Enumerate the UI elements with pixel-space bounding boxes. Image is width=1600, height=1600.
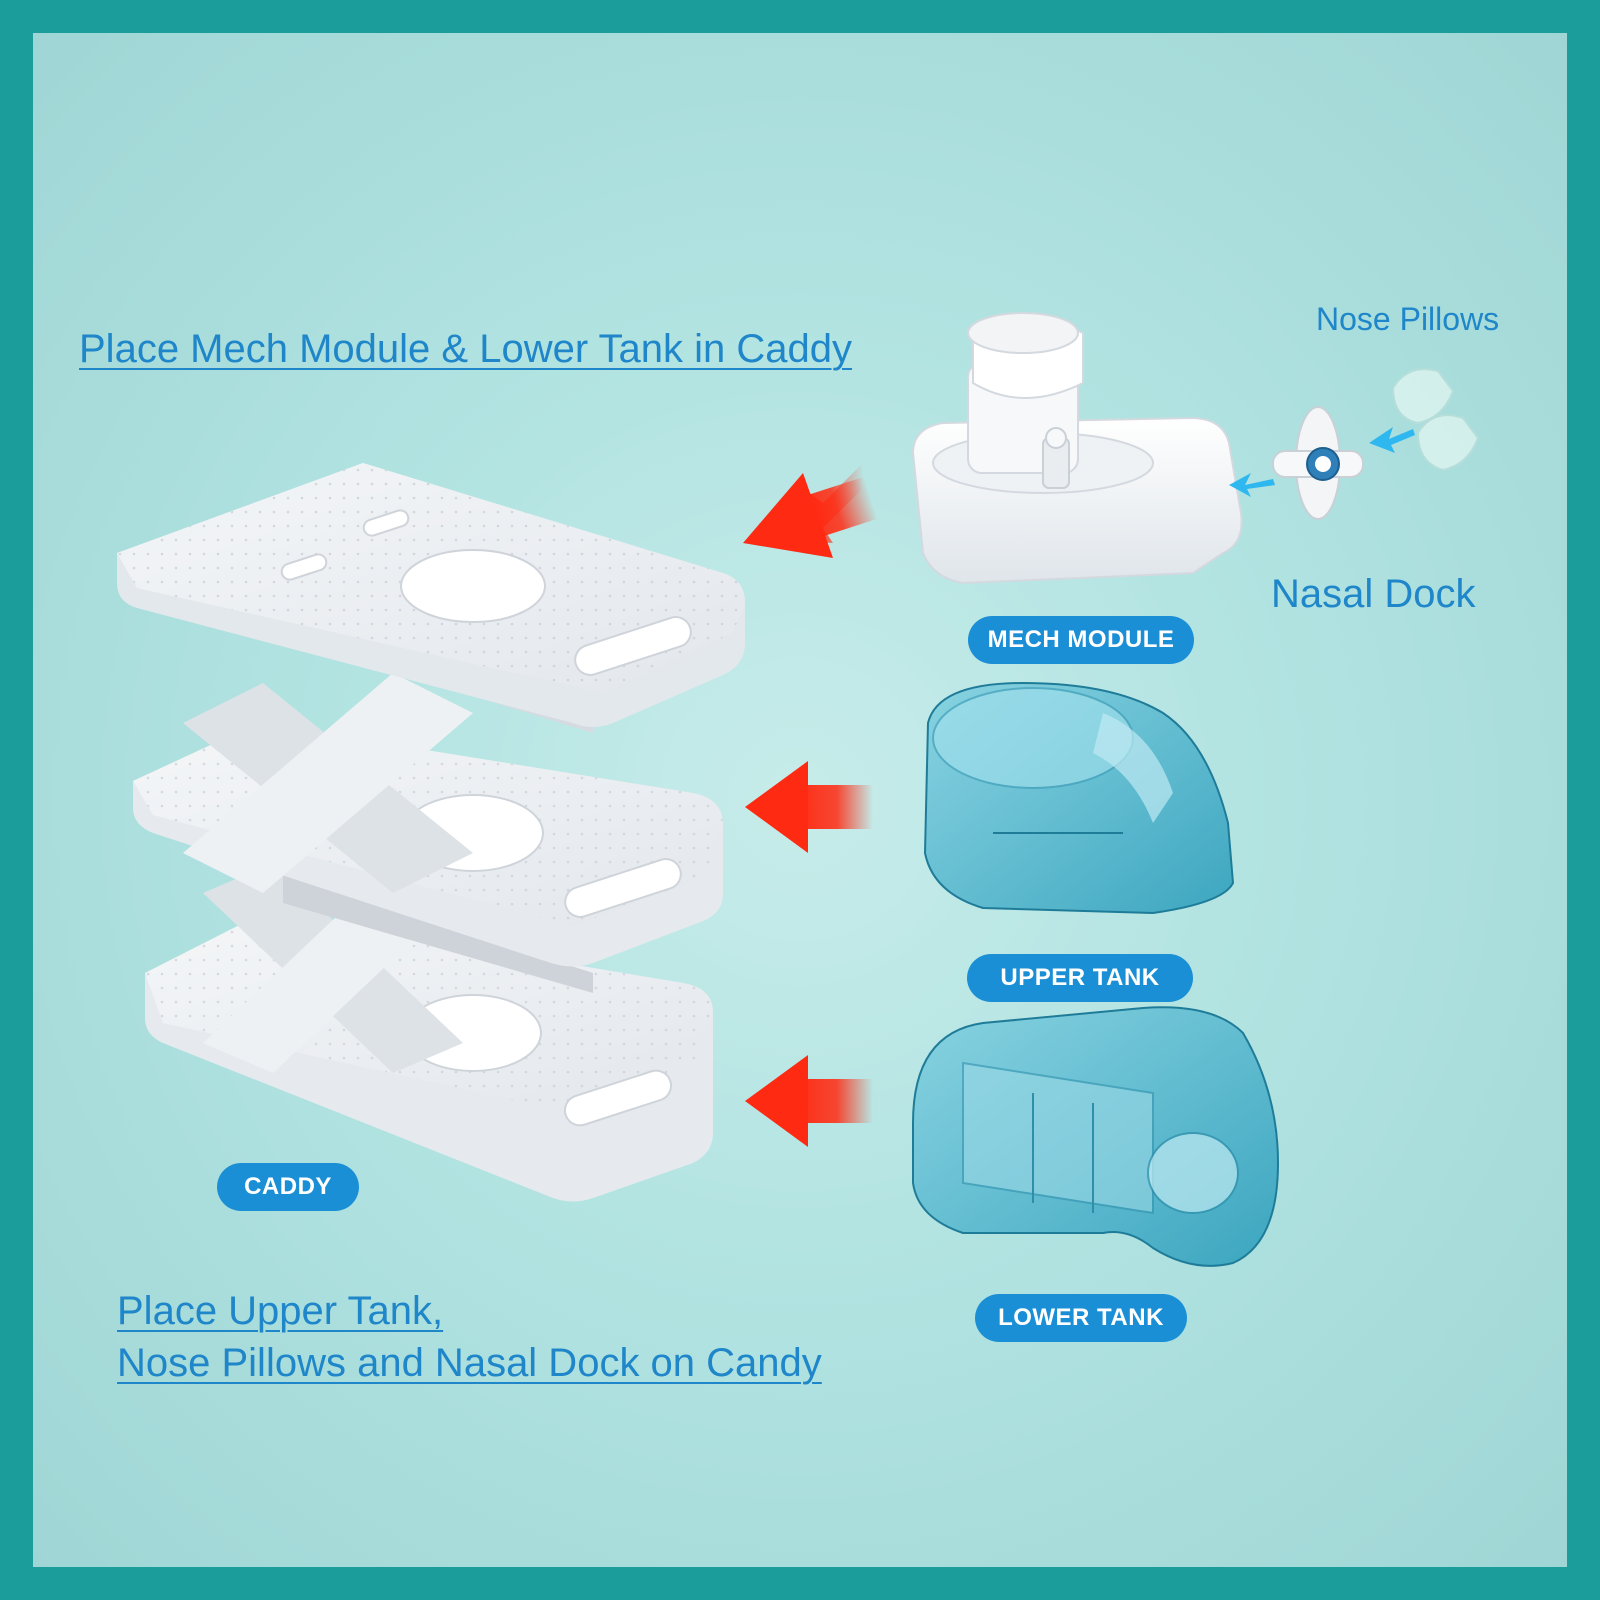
- nasal-dock: [1272, 406, 1364, 520]
- instruction-heading-top: Place Mech Module & Lower Tank in Caddy: [79, 327, 853, 371]
- red-arrow-top: [743, 463, 878, 558]
- lower-tank: [912, 1006, 1280, 1267]
- blue-arrow-to-mech: [1229, 473, 1275, 497]
- product-canvas: Place Mech Module & Lower Tank in Caddy …: [33, 33, 1567, 1567]
- red-arrow-bottom: [745, 1055, 873, 1147]
- upper-tank: [923, 681, 1235, 915]
- mech-module-badge: MECH MODULE: [968, 616, 1194, 664]
- nasal-dock-label: Nasal Dock: [1271, 572, 1476, 616]
- caddy-tray-top: [117, 463, 745, 727]
- lower-tank-badge: LOWER TANK: [975, 1294, 1187, 1342]
- caddy-badge: CADDY: [217, 1163, 359, 1211]
- upper-tank-badge: UPPER TANK: [967, 954, 1193, 1002]
- instruction-heading-bottom-line1: Place Upper Tank,: [117, 1289, 444, 1333]
- product-illustration: [117, 312, 1480, 1267]
- caddy-legs-lower: [203, 863, 593, 1073]
- red-arrow-middle: [745, 761, 873, 853]
- mech-module: [911, 312, 1243, 585]
- instruction-heading-bottom: Place Upper Tank, Nose Pillows and Nasal…: [117, 1285, 822, 1389]
- nose-pillows: [1391, 368, 1480, 472]
- blue-arrow-to-dock: [1369, 427, 1415, 453]
- instruction-heading-bottom-line2: Nose Pillows and Nasal Dock on Candy: [117, 1341, 822, 1385]
- nose-pillows-label: Nose Pillows: [1316, 301, 1500, 337]
- caddy-stand: [117, 463, 745, 1202]
